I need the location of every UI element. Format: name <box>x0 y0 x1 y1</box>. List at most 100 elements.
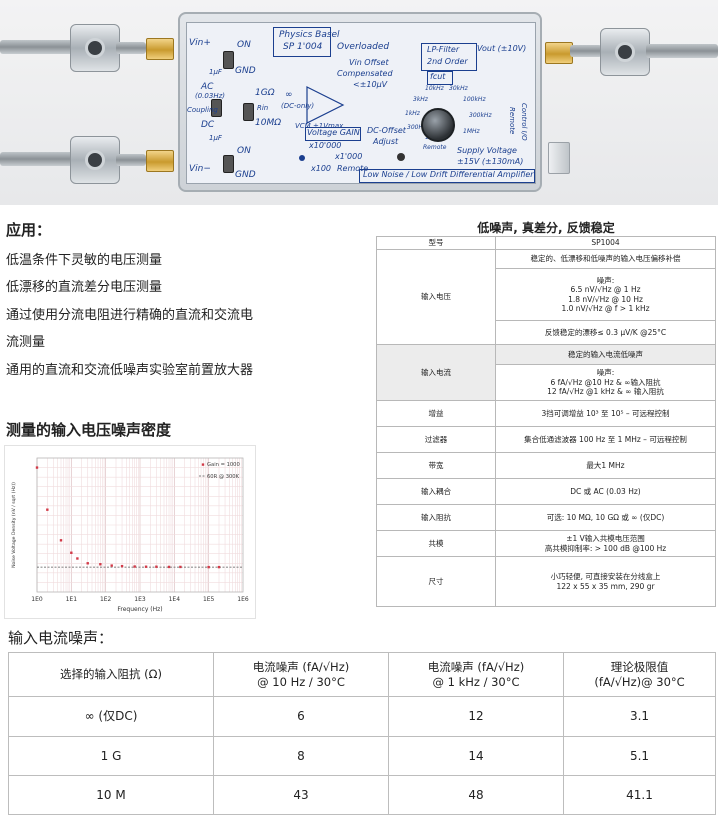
header-line: 电流噪声 (fA/√Hz) <box>427 660 525 675</box>
x-tick-label: 1E5 <box>203 596 215 603</box>
vin-minus-label: Vin− <box>189 164 211 174</box>
supply-voltage-label: Supply Voltage <box>457 146 517 155</box>
fcut-label: fcut <box>430 72 446 81</box>
header-line: 电流噪声 (fA/√Hz) <box>252 660 350 675</box>
ac-label: AC <box>201 82 214 92</box>
coupling-switch <box>211 99 222 117</box>
spec-value-model: SP1004 <box>495 236 716 250</box>
gnd-switch-top <box>223 51 234 69</box>
voltage-gain-label: Voltage GAIN <box>307 128 360 137</box>
on-label-top: ON <box>237 40 251 50</box>
header-line: @ 10 Hz / 30°C <box>257 674 345 689</box>
spec-input-voltage-line1: 稳定的、低漂移和低噪声的输入电压偏移补偿 <box>495 249 716 269</box>
applications-heading: 应用： <box>6 221 52 239</box>
ac-freq-label: (0.03Hz) <box>195 92 225 100</box>
data-point <box>70 551 73 554</box>
vcm-label: VCM ±1Vmax <box>295 122 344 130</box>
application-item: 通过使用分流电阻进行精确的直流和交流电 <box>6 308 254 323</box>
freq-300-label: 300Hz <box>407 124 427 131</box>
plot-frame <box>36 457 244 593</box>
remote-connector <box>548 142 570 174</box>
x-tick-label: 1E1 <box>66 596 78 603</box>
gain-x10000-label: x10'000 <box>309 141 342 150</box>
on-label-bottom: ON <box>237 146 251 156</box>
spec-key-input-voltage: 输入电压 <box>376 249 496 345</box>
filter-knob <box>421 108 455 142</box>
data-point <box>59 539 63 542</box>
size-line: 122 x 55 x 35 mm, 290 gr <box>556 581 655 591</box>
x-tick-label: 1E0 <box>31 596 43 603</box>
sma-connector-top-left <box>146 38 174 60</box>
control-io-label: Control I/O <box>520 103 528 141</box>
data-point <box>99 563 102 566</box>
gain-frame <box>305 127 361 141</box>
table-cell: 12 <box>388 696 564 737</box>
cable-top-left <box>0 40 76 54</box>
common-mode-line: ±1 V输入共模电压范围 <box>566 534 645 544</box>
data-point <box>133 565 136 568</box>
noise-title: 噪声: <box>596 275 615 285</box>
vin-plus-label: Vin+ <box>189 38 211 48</box>
table-cell: 10 M <box>8 775 214 815</box>
dc-only-label: (DC-only) <box>281 102 315 110</box>
data-point <box>76 557 79 560</box>
spec-value-common-mode: ±1 V输入共模电压范围 高共模抑制率: > 100 dB @100 Hz <box>495 530 716 557</box>
supply-value-label: ±15V (±130mA) <box>457 157 524 166</box>
data-point <box>86 562 89 565</box>
dc-label: DC <box>201 120 215 130</box>
lp-filter-frame <box>421 43 477 71</box>
freq-300k-label: 300kHz <box>469 112 492 119</box>
nut-top-left <box>116 42 146 54</box>
header-line: 选择的输入阻抗 (Ω) <box>60 667 162 682</box>
spec-key-coupling: 输入耦合 <box>376 478 496 505</box>
noise-line: 6 fA/√Hz @10 Hz & ∞输入阻抗 <box>550 377 661 387</box>
second-order-label: 2nd Order <box>427 57 468 66</box>
overloaded-label: Overloaded <box>337 42 390 52</box>
footer-frame <box>359 169 535 183</box>
noise-title: 噪声: <box>596 368 615 378</box>
spec-key-impedance: 输入阻抗 <box>376 504 496 531</box>
table-row: 1 G 8 14 5.1 <box>8 736 716 776</box>
freq-10k-label: 10kHz <box>425 85 444 92</box>
current-noise-table: 选择的输入阻抗 (Ω) 电流噪声 (fA/√Hz) @ 10 Hz / 30°C… <box>8 652 716 815</box>
freq-30k-label: 30kHz <box>449 85 468 92</box>
application-item: 流测量 <box>6 335 46 350</box>
data-point <box>179 565 182 569</box>
bnc-connector-top-left <box>70 24 120 72</box>
freq-3k-label: 3kHz <box>413 96 428 103</box>
remote-control-label: Remote <box>508 107 516 135</box>
product-photo: Physics Basel SP 1'004 Vin+ Vin− ON GND … <box>0 0 718 205</box>
data-point <box>207 565 210 569</box>
gnd-label-bottom: GND <box>235 170 256 180</box>
noise-line: 1.0 nV/√Hz @ f > 1 kHz <box>561 303 650 313</box>
table-cell: 41.1 <box>563 775 716 815</box>
spec-key-filter: 过滤器 <box>376 426 496 453</box>
brand-frame <box>273 27 331 57</box>
cable-right <box>646 44 718 58</box>
dc-offset-trimmer <box>397 153 405 161</box>
sma-connector-bottom-left <box>146 150 174 172</box>
data-point <box>110 564 113 567</box>
table-cell: 3.1 <box>563 696 716 737</box>
header-noise-10hz: 电流噪声 (fA/√Hz) @ 10 Hz / 30°C <box>213 652 389 697</box>
data-point <box>46 508 49 511</box>
data-point <box>35 466 39 469</box>
r2-label: 10MΩ <box>255 118 282 128</box>
table-cell: 8 <box>213 736 389 776</box>
spec-key-input-current: 输入电流 <box>376 344 496 401</box>
bnc-connector-bottom-left <box>70 136 120 184</box>
noise-line: 12 fA/√Hz @1 kHz & ∞ 输入阻抗 <box>547 387 664 397</box>
x-axis-label: Frequency (Hz) <box>117 606 162 613</box>
table-cell: 5.1 <box>563 736 716 776</box>
footer-label: Low Noise / Low Drift Differential Ampli… <box>363 170 534 179</box>
header-line: @ 1 kHz / 30°C <box>432 674 520 689</box>
application-item: 通用的直流和交流低噪声实验室前置放大器 <box>6 363 254 378</box>
table-row: ∞ (仅DC) 6 12 3.1 <box>8 696 716 737</box>
amplifier-symbol <box>306 86 345 124</box>
sma-connector-right <box>545 42 573 64</box>
cable-bottom-left <box>0 152 76 166</box>
spec-input-voltage-drift: 反馈稳定的漂移≤ 0.3 µV/K @25°C <box>495 320 716 345</box>
rin-switch <box>243 103 254 121</box>
